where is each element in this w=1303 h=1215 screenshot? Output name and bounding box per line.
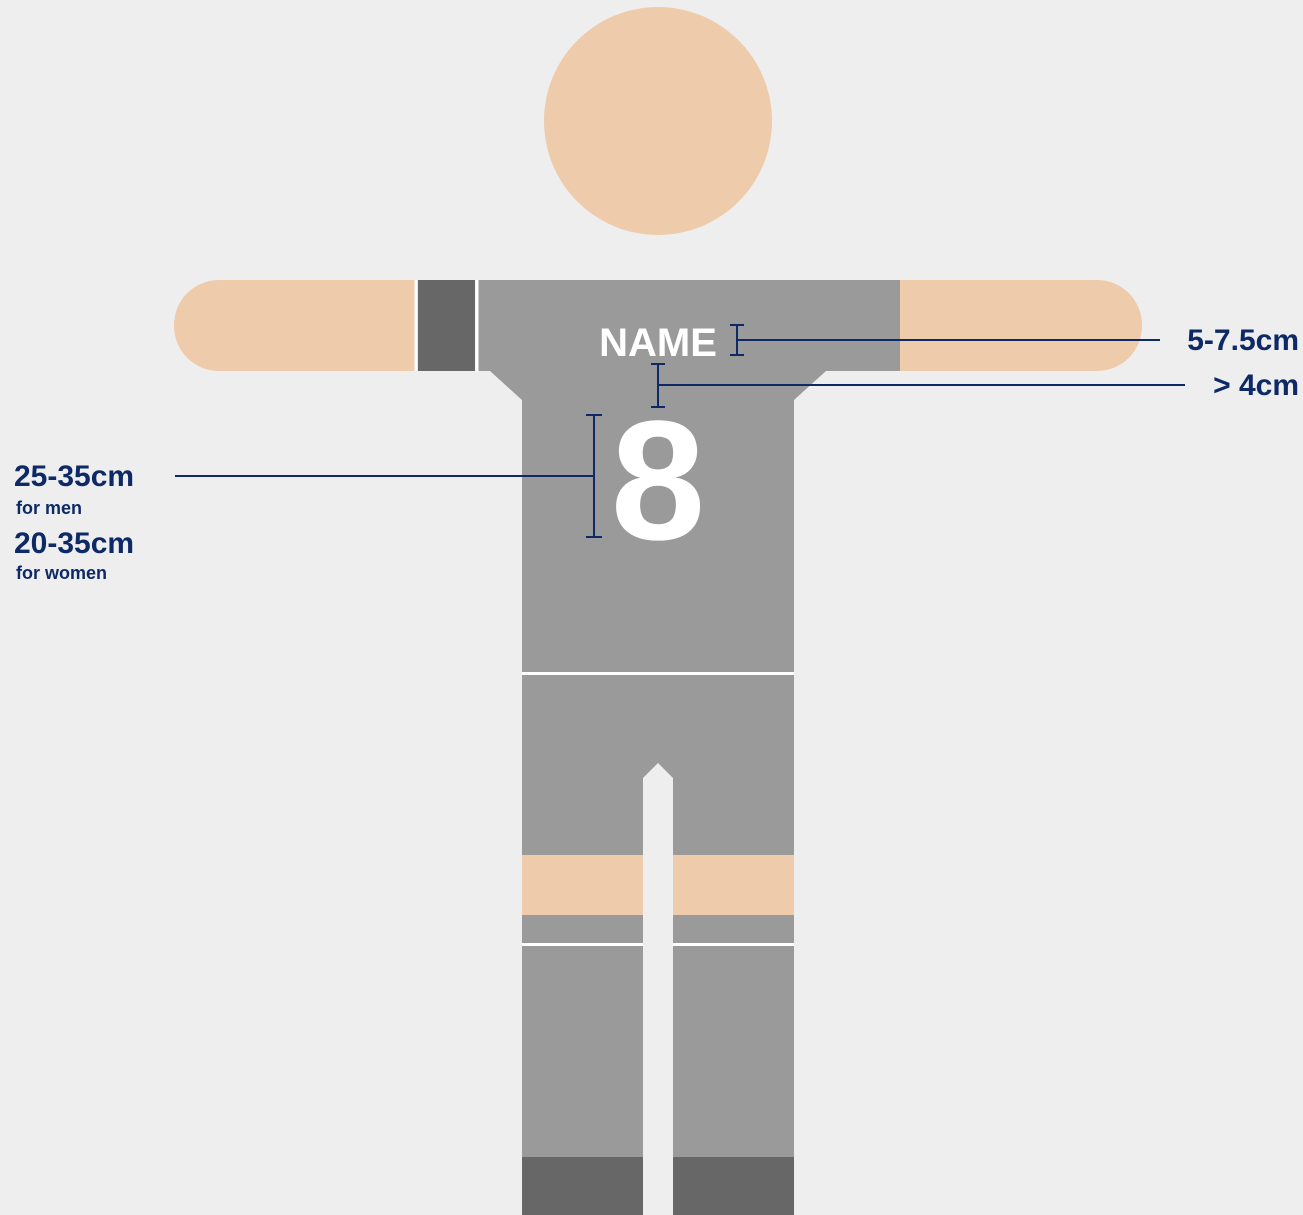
right-sock — [673, 915, 794, 1157]
name-number-gap-label: > 4cm — [1213, 369, 1299, 403]
number-height-men-label: 25-35cm — [14, 460, 134, 494]
number-height-women-label: 20-35cm — [14, 527, 134, 561]
name-height-label: 5-7.5cm — [1187, 324, 1299, 358]
captain-armband — [418, 280, 475, 371]
women-note: for women — [16, 563, 107, 583]
shirt-number-print: 8 — [611, 386, 706, 576]
right-boot — [673, 1157, 794, 1215]
player-head — [544, 7, 772, 235]
right-thigh — [673, 855, 794, 915]
left-sock — [522, 915, 643, 1157]
left-boot — [522, 1157, 643, 1215]
shorts — [522, 675, 794, 855]
men-note: for men — [16, 498, 82, 518]
shirt-name-print: NAME — [599, 321, 717, 365]
left-thigh — [522, 855, 643, 915]
